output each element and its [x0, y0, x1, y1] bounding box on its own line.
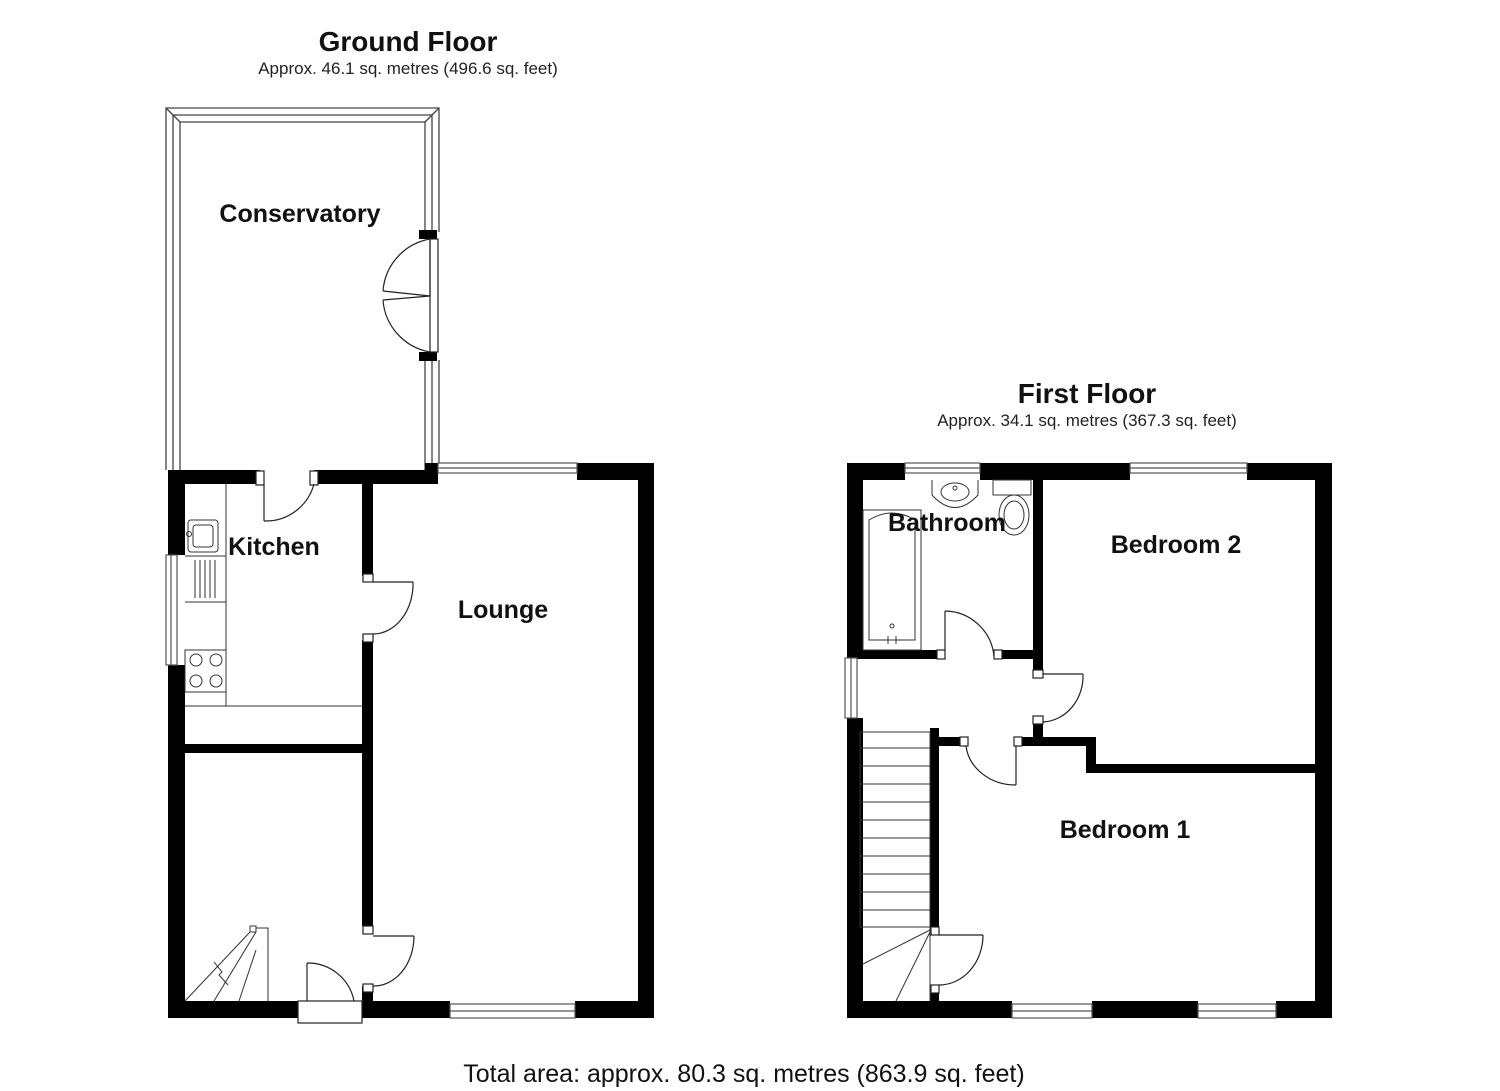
hall-lounge-door — [362, 925, 415, 993]
room-label-bedroom-2: Bedroom 2 — [1111, 531, 1242, 559]
kitchen-door — [255, 470, 319, 522]
lounge-door — [362, 573, 414, 643]
bedroom1-window-right — [1197, 1003, 1277, 1019]
front-door — [297, 962, 363, 1024]
first-floor-plan: Bathroom Bedroom 2 Bedroom 1 — [844, 462, 1332, 1019]
bathroom-door — [936, 610, 1003, 660]
room-label-conservatory: Conservatory — [219, 200, 380, 228]
toilet-icon — [992, 479, 1032, 536]
first-floor-title: First Floor — [1018, 378, 1157, 409]
basin-icon — [931, 480, 979, 508]
conservatory-jamb — [419, 352, 437, 361]
conservatory-frame — [165, 107, 440, 470]
room-label-bedroom-1: Bedroom 1 — [1060, 816, 1191, 844]
first-floor-walls — [847, 463, 1332, 1018]
conservatory-jamb — [419, 230, 437, 239]
room-label-lounge: Lounge — [458, 596, 548, 624]
bedroom1-door — [959, 736, 1023, 786]
kitchen-worktop — [185, 484, 363, 707]
bath-icon — [862, 509, 922, 651]
ground-floor-title: Ground Floor — [319, 26, 498, 57]
cupboard-door — [930, 926, 984, 994]
bedroom2-door — [1032, 669, 1084, 725]
bedroom2-window — [1129, 462, 1248, 474]
hob-icon — [184, 649, 227, 693]
bedroom1-window-left — [1011, 1003, 1093, 1019]
drainer-icon — [185, 555, 226, 603]
first-floor-area: Approx. 34.1 sq. metres (367.3 sq. feet) — [937, 411, 1237, 430]
conservatory-french-doors — [382, 238, 439, 353]
first-floor-stairs — [859, 731, 931, 1002]
ground-stairs — [184, 925, 269, 1002]
landing-window — [844, 657, 858, 719]
kitchen-window — [165, 554, 178, 666]
ground-floor-area: Approx. 46.1 sq. metres (496.6 sq. feet) — [258, 59, 558, 78]
room-label-kitchen: Kitchen — [228, 533, 320, 561]
ground-floor-plan: Conservatory Kitchen Lounge — [165, 107, 654, 1024]
lounge-window-top — [437, 462, 578, 474]
total-area: Total area: approx. 80.3 sq. metres (863… — [463, 1060, 1024, 1088]
ground-floor-walls — [168, 463, 654, 1018]
lounge-window-bottom — [449, 1003, 576, 1019]
sink-icon — [186, 519, 219, 553]
room-label-bathroom: Bathroom — [888, 509, 1006, 537]
bathroom-window — [904, 462, 981, 474]
